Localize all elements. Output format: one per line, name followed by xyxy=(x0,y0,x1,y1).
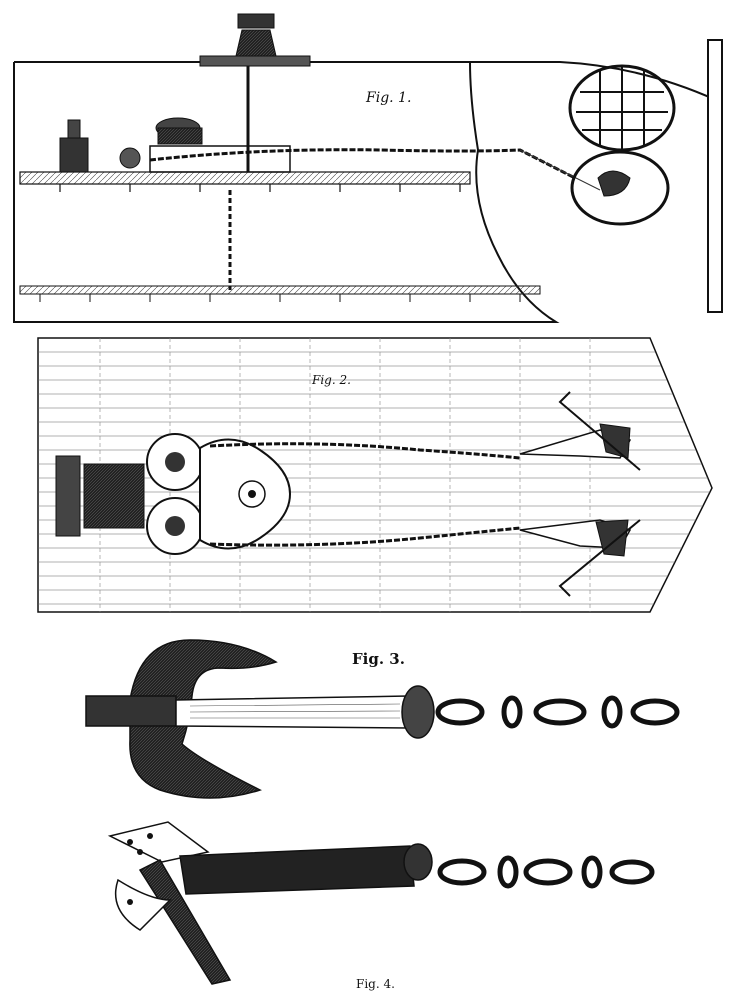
lower-deck xyxy=(19,285,541,295)
chain-starboard xyxy=(209,442,521,460)
deck-planking xyxy=(38,351,710,605)
fig2-label: Fig. 2. xyxy=(311,373,351,387)
fig3-anchor: Fig. 3. xyxy=(85,639,680,799)
fig4-label: Fig. 4. xyxy=(356,977,395,991)
fig4-anchor: Fig. 4. xyxy=(107,821,655,991)
fig3-label: Fig. 3. xyxy=(352,650,405,668)
anchor4-shank xyxy=(179,845,415,895)
fig1-side-section: Fig. 1. xyxy=(13,13,723,323)
stem-post xyxy=(707,39,723,313)
windlass xyxy=(59,117,291,173)
hawse-pipe xyxy=(570,150,670,226)
windlass-plan xyxy=(55,433,292,555)
bow-stopper-starboard xyxy=(519,391,641,471)
hull-outline xyxy=(13,61,717,323)
capstan xyxy=(199,13,311,172)
cable-chain xyxy=(149,148,576,180)
fig1-label: Fig. 1. xyxy=(365,90,411,106)
fig2-deck-plan: Fig. 2. xyxy=(37,337,713,613)
anchor4-shackle xyxy=(403,843,433,881)
anchor-stock xyxy=(85,695,177,727)
bow-stopper-port xyxy=(519,519,641,597)
chain-port xyxy=(209,526,521,547)
anchor-arms xyxy=(129,639,278,799)
anchor3-chain xyxy=(435,695,680,729)
anchor-fluke xyxy=(107,821,210,863)
upper-deck xyxy=(19,171,471,185)
bow-port-upper xyxy=(568,64,676,152)
anchor-shackle xyxy=(401,685,435,739)
anchor4-chain xyxy=(437,855,655,889)
